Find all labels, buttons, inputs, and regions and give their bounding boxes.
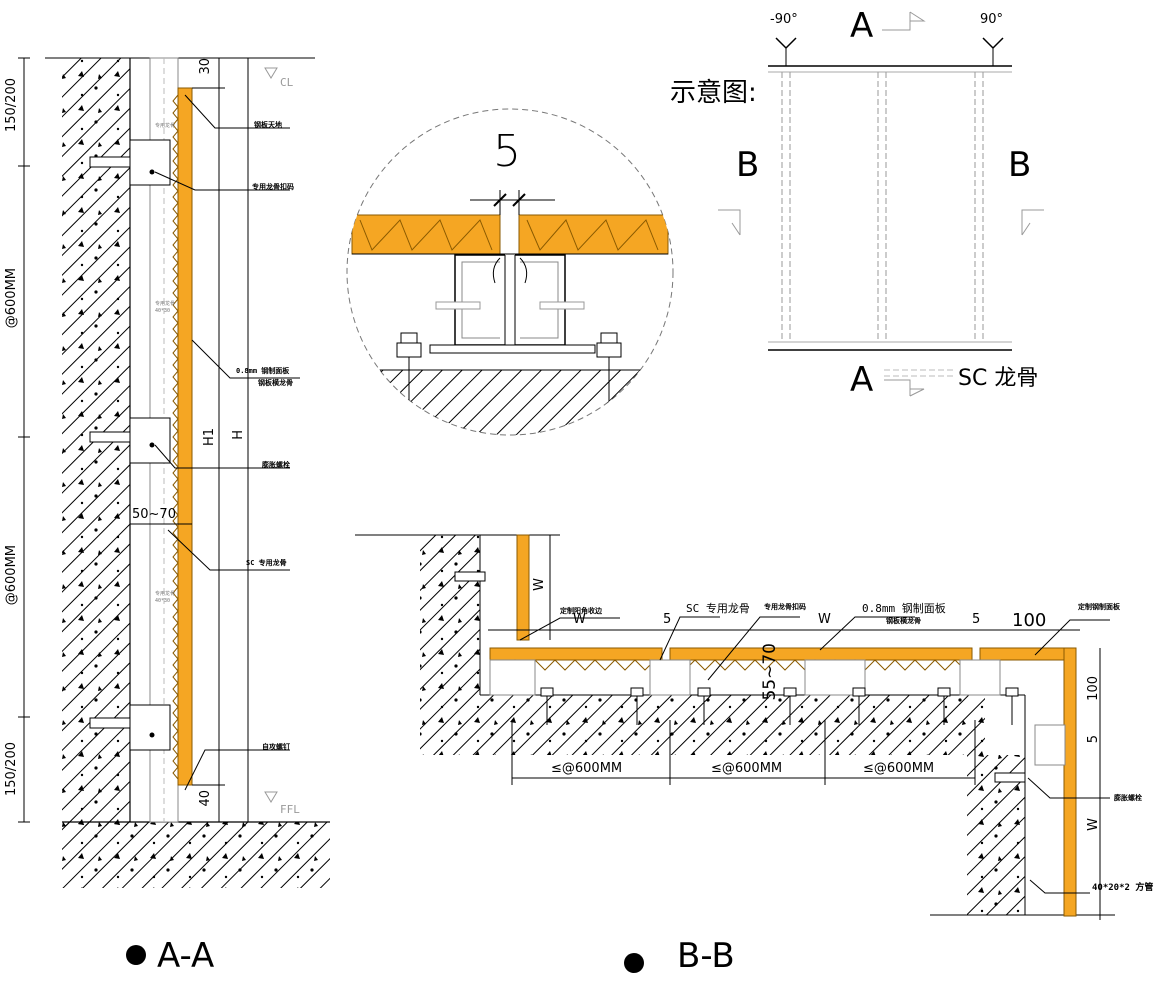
level-ffl: FFL	[280, 803, 300, 816]
caption-bullet-aa	[126, 945, 146, 965]
cut-a-top: A	[850, 6, 874, 46]
callout-panel-rail: 钢板横龙骨	[258, 379, 293, 387]
bb-spacing-2: ≤@600MM	[711, 761, 783, 776]
schematic-plan	[718, 11, 1044, 397]
callout-sc-stud: SC 专用龙骨	[246, 559, 287, 567]
callout-anchor-bolt: 膨胀螺栓	[262, 461, 290, 469]
schematic-title: 示意图:	[670, 78, 757, 108]
dim-spacing-2: @600MM	[4, 545, 19, 606]
dim-top-left: 150/200	[4, 78, 19, 133]
dim-top-30: 30	[198, 58, 213, 75]
level-marker-ffl	[264, 791, 278, 803]
bracket-top	[89, 139, 171, 186]
steel-panel	[177, 87, 193, 786]
bb-w-right: W	[1086, 818, 1101, 831]
callout-steel-panel: 0.8mm 钢制面板	[236, 367, 290, 375]
leader-lines-aa	[154, 94, 300, 791]
cut-a-bottom: A	[850, 360, 874, 400]
callout-stud-clip: 专用龙骨扣码	[252, 183, 294, 191]
bb-callout-custom-panel: 定制钢制面板	[1078, 603, 1120, 611]
callout-self-tap-screw: 自攻螺钉	[262, 743, 290, 751]
bb-callout-corner-trim: 定制阳角收边	[560, 607, 602, 615]
cut-b-right: B	[1008, 145, 1032, 185]
bb-spacing-1: ≤@600MM	[551, 761, 623, 776]
stud-note-1: 专用龙骨	[155, 123, 176, 129]
bb-callout-sc-stud: SC 专用龙骨	[686, 602, 750, 615]
dim-spacing-1: @600MM	[4, 268, 19, 329]
bb-dim-100: 100	[1012, 610, 1047, 631]
bb-dim-5-vertical: 5	[1086, 735, 1101, 744]
bb-callout-anchor-bolt: 膨胀螺栓	[1114, 794, 1142, 802]
section-aa	[18, 57, 330, 888]
leader-lines-bb	[519, 616, 1110, 894]
bracket-middle	[89, 417, 171, 464]
panel-corrugation	[172, 94, 179, 780]
bb-callout-steel-panel: 0.8mm 钢制面板	[862, 602, 946, 615]
dim-bottom-40: 40	[198, 790, 213, 807]
stud-note-2: 专用龙骨	[155, 301, 176, 307]
level-cl: CL	[280, 76, 294, 89]
bb-gap-dim: 55~70	[760, 643, 780, 701]
bb-w-middle: W	[818, 612, 831, 627]
dim-h: H	[231, 430, 246, 440]
callout-ceiling-trim: 钢板天地	[254, 121, 282, 129]
bb-dim-100-vertical: 100	[1086, 676, 1101, 701]
level-marker-cl	[264, 67, 278, 79]
detail-gap-5: 5	[493, 126, 521, 177]
gap-dim: 50~70	[132, 507, 176, 522]
bb-w-left: W	[573, 612, 586, 627]
stud-note-2b: 40*30	[155, 308, 171, 314]
section-bb	[355, 534, 1115, 920]
bb-callout-square-tube: 40*20*2 方管	[1092, 883, 1154, 893]
caption-aa: A-A	[157, 936, 215, 976]
stud-note-3: 专用龙骨	[155, 591, 176, 597]
bb-callout-panel-rail: 钢板横龙骨	[886, 617, 921, 625]
stud-note-3b: 40*30	[155, 598, 171, 604]
bb-w-vertical: W	[532, 578, 547, 591]
bb-gap-5-a: 5	[663, 612, 672, 627]
angle-left: -90°	[770, 12, 798, 27]
dim-bottom-left: 150/200	[4, 742, 19, 797]
bracket-bottom	[89, 704, 171, 751]
bb-gap-5-b: 5	[972, 612, 981, 627]
caption-bb: B-B	[677, 936, 735, 976]
caption-bullet-bb	[624, 953, 644, 973]
schematic-stud-label: SC 龙骨	[958, 366, 1039, 391]
bb-spacing-3: ≤@600MM	[863, 761, 935, 776]
bb-callout-stud-clip: 专用龙骨扣码	[764, 603, 806, 611]
cut-b-left: B	[736, 145, 760, 185]
dim-h1: H1	[202, 428, 217, 447]
angle-right: 90°	[980, 12, 1004, 27]
